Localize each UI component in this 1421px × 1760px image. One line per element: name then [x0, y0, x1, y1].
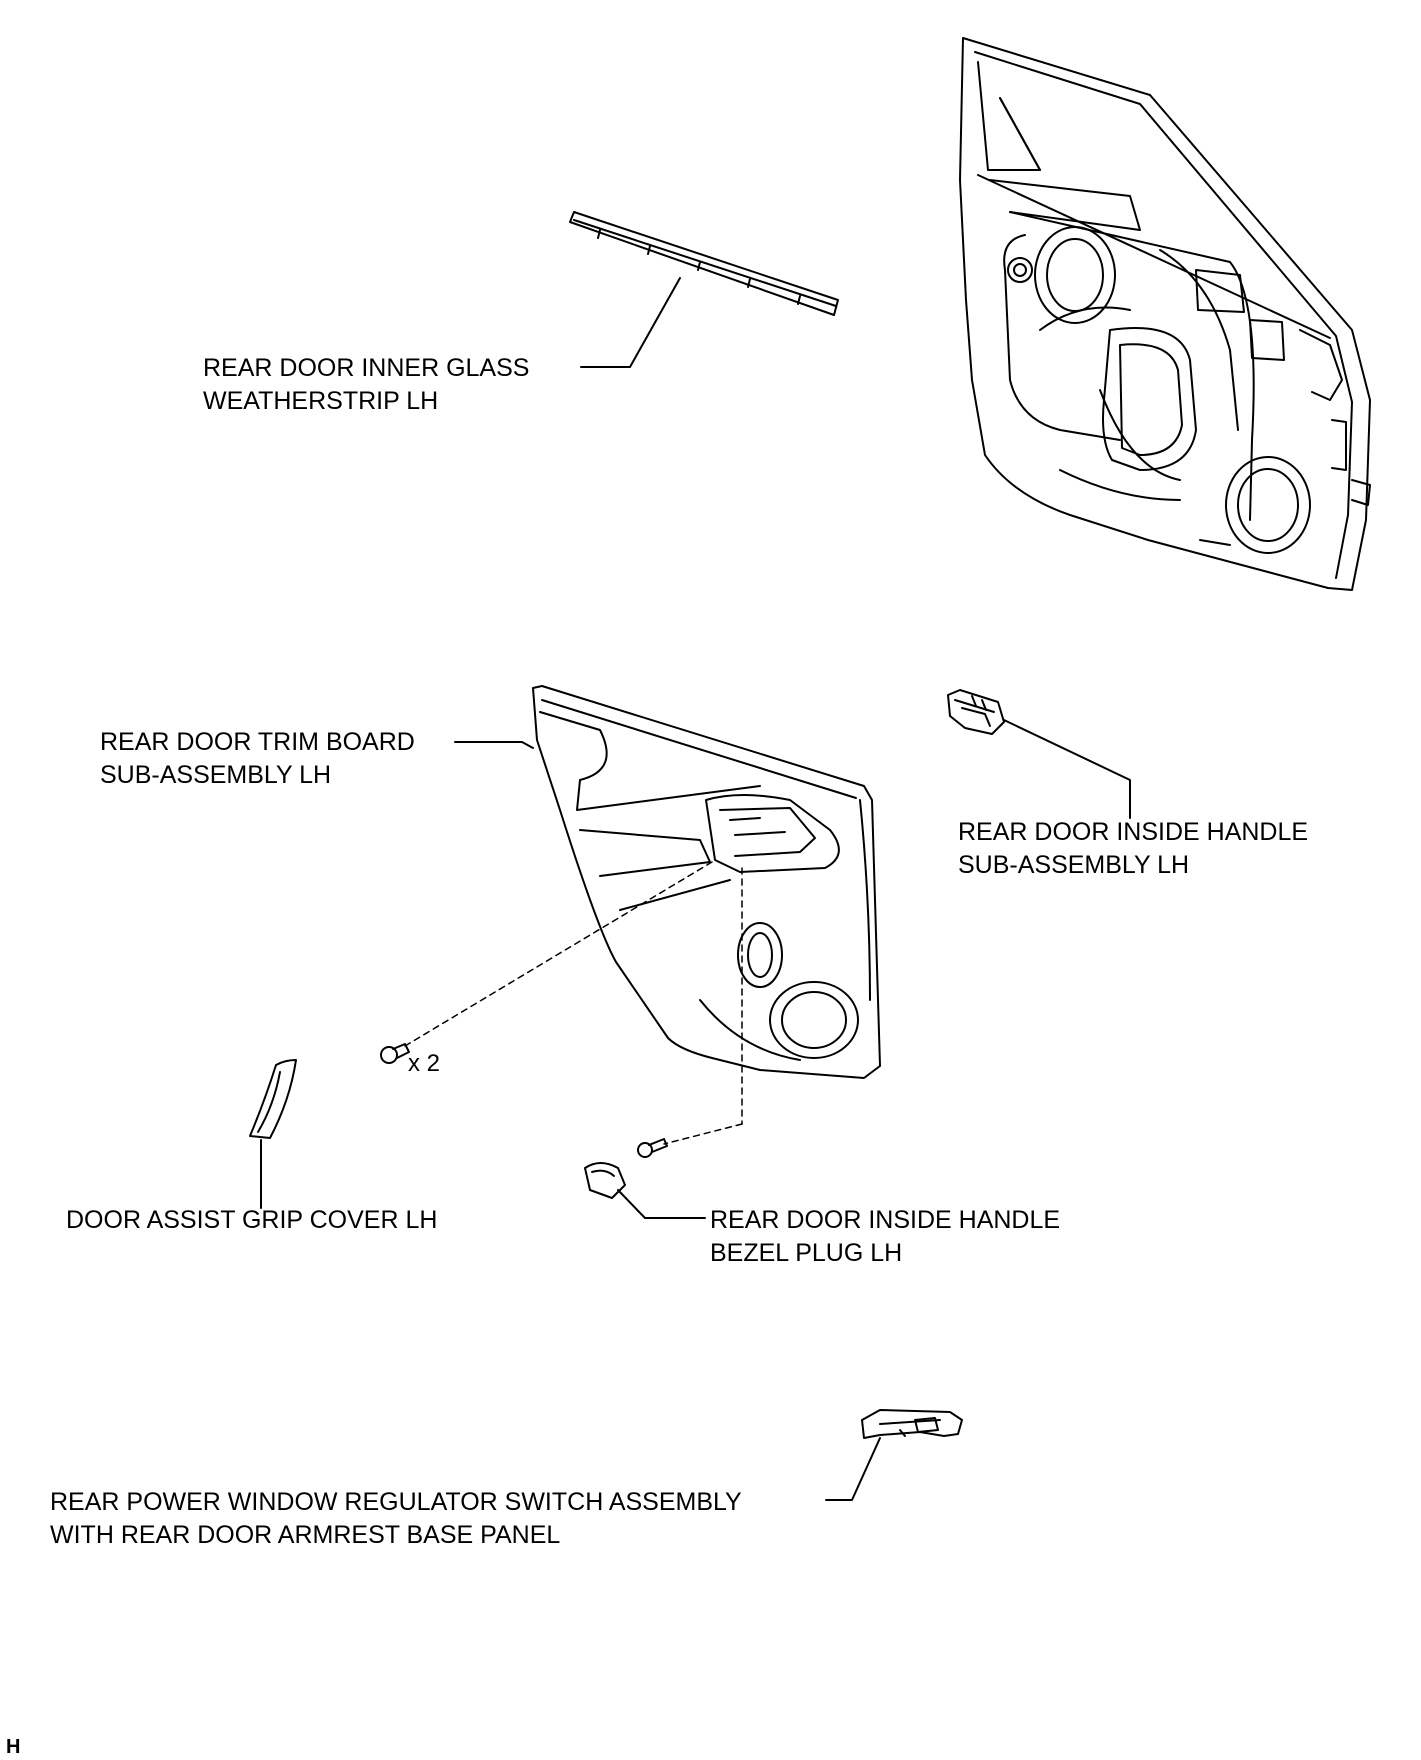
grip-cover-label: DOOR ASSIST GRIP COVER LH: [66, 1204, 437, 1237]
window-switch-leader-line: [825, 1437, 881, 1501]
weatherstrip-label: REAR DOOR INNER GLASS WEATHERSTRIP LH: [203, 352, 529, 418]
bezel-plug-label-line2: BEZEL PLUG LH: [710, 1239, 903, 1267]
weatherstrip-label-line1: REAR DOOR INNER GLASS: [203, 354, 530, 382]
trim-board-label-line1: REAR DOOR TRIM BOARD: [100, 728, 415, 756]
installation-dash-lines: [404, 861, 743, 1145]
grip-cover-label-line1: DOOR ASSIST GRIP COVER LH: [66, 1206, 438, 1234]
weatherstrip-part: [569, 211, 839, 316]
window-switch-label-line2: WITH REAR DOOR ARMREST BASE PANEL: [50, 1521, 561, 1549]
inside-handle-label-line2: SUB-ASSEMBLY LH: [958, 851, 1190, 879]
trim-board-part: [532, 685, 881, 1079]
inside-handle-label-line1: REAR DOOR INSIDE HANDLE: [958, 818, 1309, 846]
rear-door-panel: [959, 37, 1371, 591]
window-switch-label: REAR POWER WINDOW REGULATOR SWITCH ASSEM…: [50, 1486, 742, 1552]
window-switch-part: [861, 1409, 963, 1439]
corner-mark: H: [6, 1736, 21, 1758]
bezel-plug-part: [584, 1162, 626, 1199]
trim-board-leader-line: [454, 741, 534, 749]
window-switch-label-line1: REAR POWER WINDOW REGULATOR SWITCH ASSEM…: [50, 1488, 742, 1516]
trim-board-label-line2: SUB-ASSEMBLY LH: [100, 761, 332, 789]
inside-handle-label: REAR DOOR INSIDE HANDLE SUB-ASSEMBLY LH: [958, 816, 1308, 882]
inside-handle-leader-line: [1003, 719, 1131, 819]
assist-grip-cover-part: [249, 1059, 297, 1139]
bezel-plug-label: REAR DOOR INSIDE HANDLE BEZEL PLUG LH: [710, 1204, 1060, 1270]
bezel-screw-part: [637, 1138, 668, 1158]
weatherstrip-label-line2: WEATHERSTRIP LH: [203, 387, 439, 415]
bezel-plug-leader-line: [617, 1189, 706, 1219]
inside-handle-part: [947, 689, 1005, 735]
screw-pair-part: [380, 1043, 410, 1064]
screw-quantity-label: x 2: [408, 1050, 441, 1077]
trim-board-label: REAR DOOR TRIM BOARD SUB-ASSEMBLY LH: [100, 726, 415, 792]
bezel-plug-label-line1: REAR DOOR INSIDE HANDLE: [710, 1206, 1061, 1234]
weatherstrip-leader-line: [580, 277, 681, 368]
